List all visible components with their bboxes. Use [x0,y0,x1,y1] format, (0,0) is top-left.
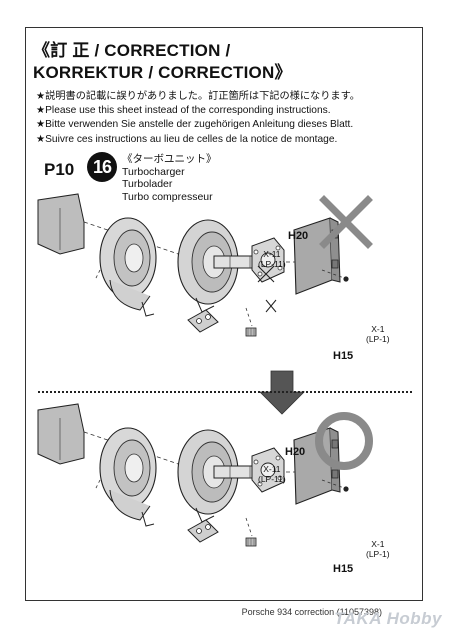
correct-label-x11-lp: (LP-11) [258,473,286,484]
title-line-1: 《訂 正 / CORRECTION / [33,41,231,60]
correct-label-x11: X-11 (LP-11) [258,464,286,484]
correct-label-x1-lp: (LP-1) [366,548,390,559]
part-name-de: Turbolader [122,178,173,190]
wrong-label-x1-lp: (LP-1) [366,333,390,344]
note-french: ★Suivre ces instructions au lieu de cell… [36,133,338,145]
wrong-label-x1-code: X-1 [371,324,385,334]
title-line-2: KORREKTUR / CORRECTION》 [33,63,292,82]
wrong-assembly-diagram [37,193,350,337]
correct-label-x1-code: X-1 [371,539,385,549]
part-name-fr: Turbo compresseur [122,190,213,203]
wrong-label-h20: H20 [288,230,309,242]
footer-caption: Porsche 934 correction (11057398) [241,607,382,617]
wrong-label-x11-code: X-11 [263,249,281,259]
wrong-label-h15: H15 [333,350,354,362]
cross-mark-icon [319,195,373,249]
step-page-ref: P10 [44,160,75,179]
wrong-label-x1: X-1 (LP-1) [366,324,390,344]
correct-label-h15: H15 [333,563,354,575]
part-names: 《ターボユニット》 Turbocharger Turbolader Turbo … [122,153,217,203]
page-title: 《訂 正 / CORRECTION / KORREKTUR / CORRECTI… [33,40,423,84]
wrong-label-x11-lp: (LP-11) [258,258,286,269]
watermark-logo: TAKA Hobby [334,609,442,628]
part-name-jp: 《ターボユニット》 [122,153,217,165]
step-number-badge: 16 [87,152,117,182]
note-german: ★Bitte verwenden Sie anstelle der zugehö… [36,119,354,131]
circle-mark-icon [315,412,373,470]
correct-label-h20: H20 [285,446,306,458]
wrong-label-x11: X-11 (LP-11) [258,249,286,269]
instruction-notes: ★説明書の記載に誤りがありました。訂正箇所は下記の様になります。 ★Please… [36,90,420,147]
section-divider [38,391,412,393]
note-japanese: ★説明書の記載に誤りがありました。訂正箇所は下記の様になります。 [36,91,360,102]
note-english: ★Please use this sheet instead of the co… [36,105,331,117]
correct-label-x11-code: X-11 [263,464,281,474]
correct-assembly-diagram [37,403,350,547]
correct-label-x1: X-1 (LP-1) [366,539,390,559]
part-name-en: Turbocharger [122,165,185,178]
